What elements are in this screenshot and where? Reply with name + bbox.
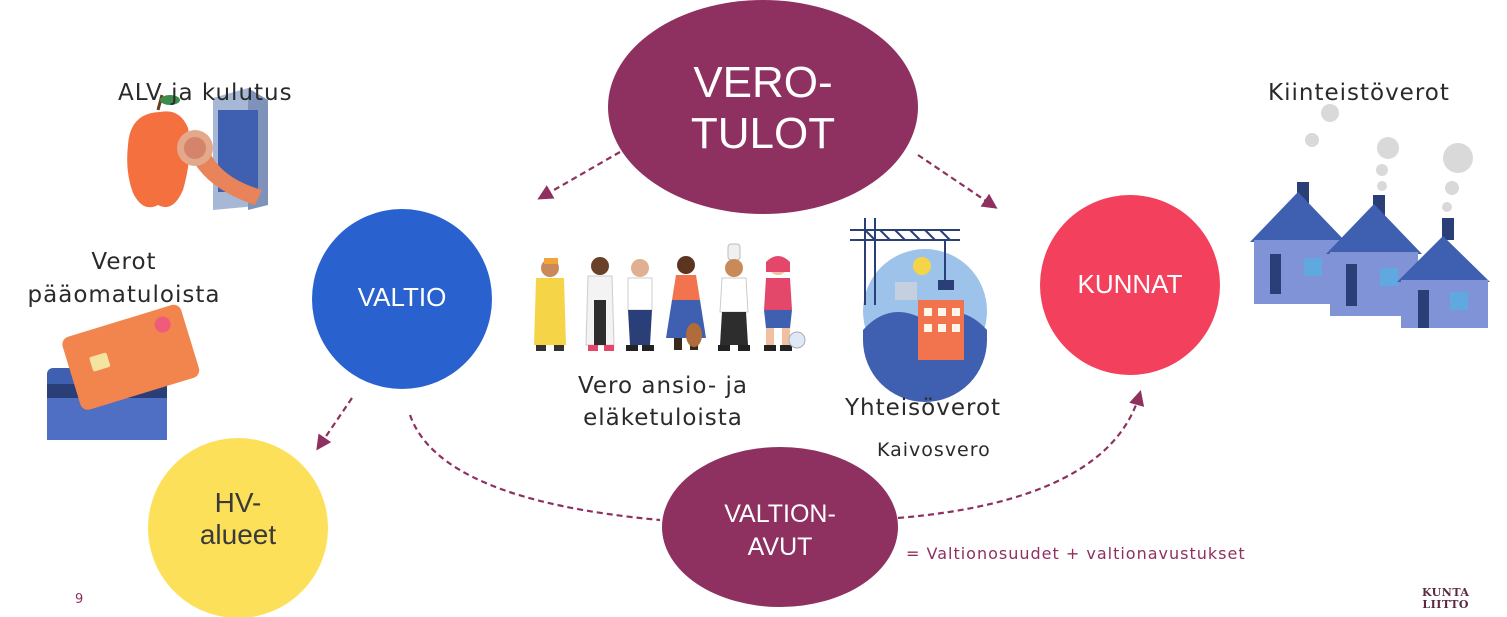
page-number: 9	[75, 592, 84, 607]
verot-paaomatuloista-line2: pääomatuloista	[27, 282, 221, 309]
arrow-valtio-to-valtionavut	[408, 414, 661, 522]
logo-line1: KUNTA	[1422, 586, 1470, 599]
valtionavut-line2: AVUT	[747, 532, 813, 561]
valtio-node	[312, 209, 492, 389]
houses-icon	[1250, 104, 1490, 328]
groceries-icon	[127, 88, 268, 210]
kaivosvero-label: Kaivosvero	[877, 439, 991, 461]
valtio-label: VALTIO	[357, 282, 447, 312]
workers-icon	[534, 243, 806, 351]
verotulot-line2: TULOT	[690, 108, 836, 158]
logo-line2: LIITTO	[1422, 597, 1470, 611]
hv-alueet-line2: alueet	[199, 519, 277, 551]
credit-cards-icon	[47, 304, 200, 440]
vero-ansio-label: Vero ansio- ja eläketuloista	[548, 370, 778, 434]
arrow-verotulot-to-valtio	[537, 151, 621, 200]
verotulot-node	[608, 0, 918, 214]
kiinteistoverot-label: Kiinteistöverot	[1268, 80, 1450, 106]
yhteisoverot-label: Yhteisöverot	[845, 395, 1002, 421]
kuntaliitto-logo: KUNTA LIITTO	[1422, 587, 1469, 610]
kunnat-label: KUNNAT	[1077, 269, 1183, 299]
hv-alueet-node	[148, 438, 328, 617]
vero-ansio-line2: eläketuloista	[583, 405, 743, 432]
verot-paaomatuloista-line1: Verot	[91, 249, 157, 275]
verotulot-label: VERO- TULOT	[613, 58, 913, 159]
verotulot-line1: VERO-	[693, 58, 833, 107]
valtionavut-label: VALTION- AVUT	[680, 498, 880, 563]
valtionosuudet-label: = Valtionosuudet + valtionavustukset	[906, 544, 1246, 563]
hv-alueet-line1: HV-	[214, 487, 262, 518]
vero-ansio-line1: Vero ansio- ja	[577, 373, 749, 399]
valtionavut-node	[662, 447, 898, 607]
flow-arrows	[316, 151, 1145, 522]
city-construction-icon	[850, 218, 987, 402]
arrow-verotulot-to-kunnat	[917, 154, 998, 209]
verot-paaomatuloista-label: Verot pääomatuloista	[8, 246, 240, 313]
alv-label: ALV ja kulutus	[118, 80, 293, 106]
hv-alueet-label: HV- alueet	[158, 487, 318, 551]
valtionavut-line1: VALTION-	[724, 500, 836, 528]
kunnat-node	[1040, 195, 1220, 375]
arrow-valtionavut-to-kunnat	[897, 390, 1145, 520]
arrow-valtio-to-hv	[316, 397, 353, 451]
